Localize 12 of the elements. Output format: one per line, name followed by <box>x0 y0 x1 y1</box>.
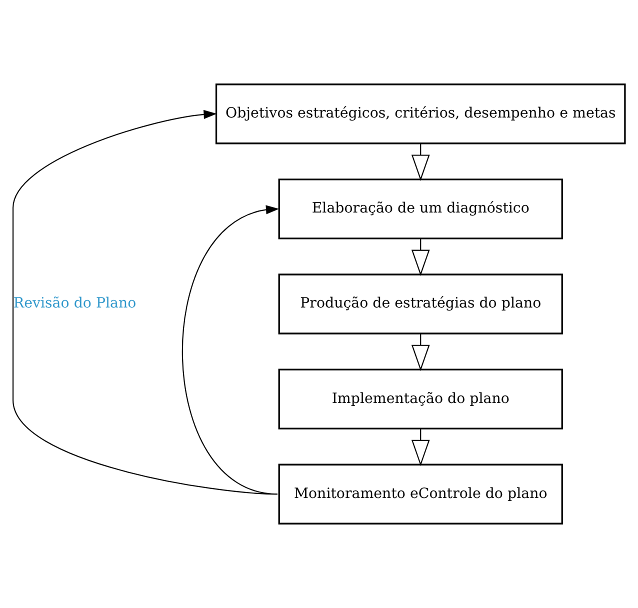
arrow <box>411 238 430 276</box>
node-box: Implementação do plano <box>278 368 563 430</box>
node-box: Produção de estratégias do plano <box>278 274 563 334</box>
arrow <box>411 429 430 466</box>
arrow <box>411 144 430 181</box>
node-box: Monitoramento eControle do plano <box>278 464 563 524</box>
arrow <box>12 110 278 495</box>
node-box: Objetivos estratégicos, critérios, desempenho e metas <box>215 84 626 144</box>
arrow <box>411 334 430 372</box>
arrow <box>182 205 280 495</box>
node-box: Elaboração de um diagnóstico <box>278 178 563 240</box>
edge-label: Revisão do Plano <box>13 296 136 312</box>
